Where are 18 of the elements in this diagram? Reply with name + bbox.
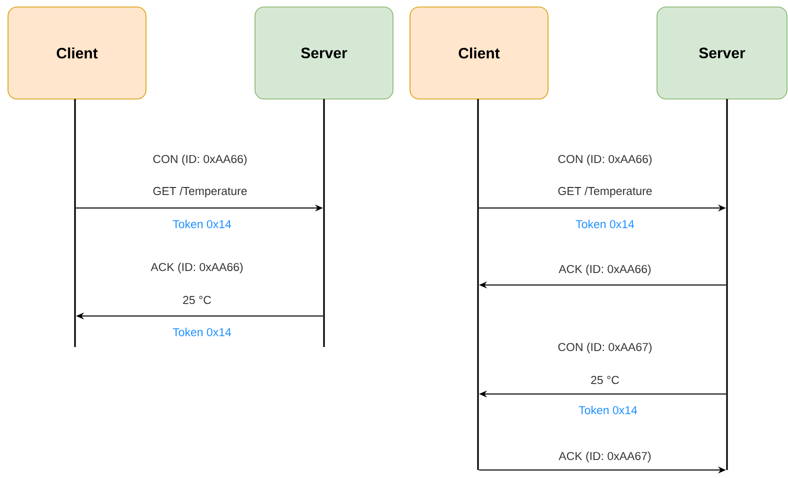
message-label: ACK (ID: 0xAA66) (150, 262, 243, 274)
participant-box: Server (254, 6, 394, 100)
message-label: CON (ID: 0xAA67) (558, 342, 652, 354)
message-label: ACK (ID: 0xAA66) (558, 264, 651, 276)
token-label: Token 0x14 (172, 220, 232, 228)
message-label: 25 °C (183, 296, 211, 304)
message-label: GET /Temperature (558, 186, 652, 198)
message-label: CON (ID: 0xAA66) (558, 154, 652, 166)
participant-box: Server (656, 6, 788, 100)
token-label: Token 0x14 (576, 220, 634, 228)
participant-box: Client (8, 6, 146, 100)
message-label: GET /Temperature (153, 186, 247, 198)
message-label: 25 °C (591, 376, 619, 384)
participant-box: Client (410, 6, 548, 100)
token-label: Token 0x14 (578, 406, 638, 414)
token-label: Token 0x14 (172, 328, 232, 336)
message-label: ACK (ID: 0xAA67) (558, 452, 651, 462)
message-label: CON (ID: 0xAA66) (153, 154, 247, 166)
